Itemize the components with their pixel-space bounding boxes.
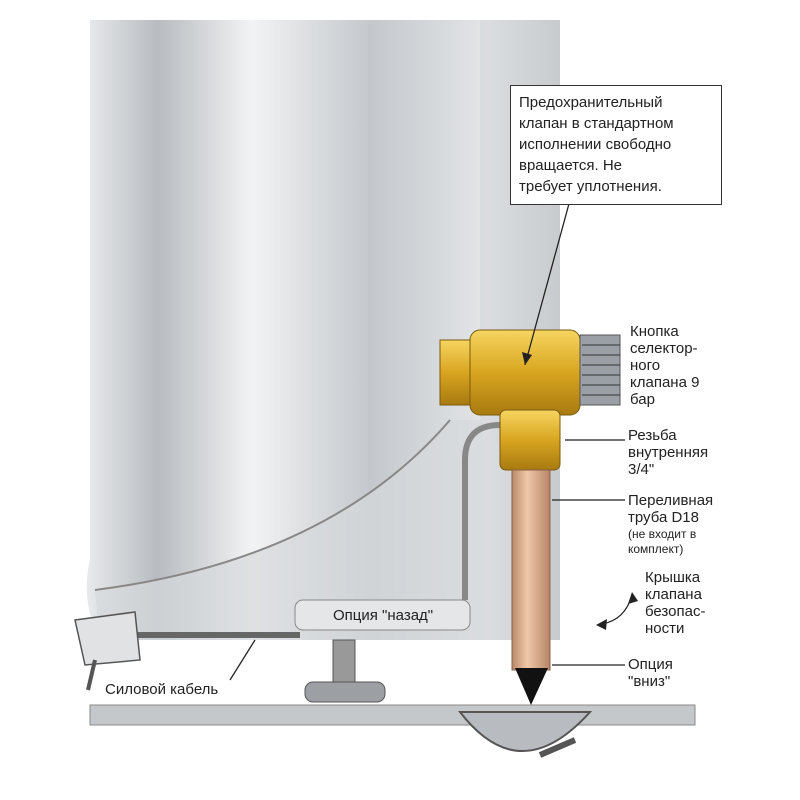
selector-button: [579, 334, 621, 406]
plug-icon: [74, 611, 141, 666]
down-arrow-icon: [515, 668, 548, 705]
arrowhead-icon: [522, 352, 532, 365]
safety-valve-callout: Предохранительный клапан в стандартном и…: [510, 85, 722, 205]
option-back-pipe: [294, 599, 471, 631]
selector-button-ribs: [582, 344, 620, 396]
label-overflow-pipe-note: (не входит в комплект): [628, 527, 697, 556]
tank-bottom-edge: [94, 419, 451, 591]
drain-funnel: [457, 711, 593, 752]
valve-body: [469, 329, 581, 416]
tank-bottom-curve: [95, 20, 560, 640]
plug-pin: [86, 659, 97, 691]
valve-outlet: [499, 409, 561, 471]
adjustable-foot-spring: [332, 639, 356, 686]
leader-lines: [229, 199, 633, 681]
label-valve-cover: Крышка клапана безопас- ности: [645, 569, 706, 637]
label-inner-thread: Резьба внутренняя 3/4": [628, 427, 709, 478]
drain-outlet: [538, 737, 577, 758]
label-option-down: Опция "вниз": [628, 656, 673, 690]
adjustable-foot: [304, 681, 386, 703]
label-overflow-pipe: Переливная труба D18: [628, 492, 714, 526]
arrowhead-icon: [596, 619, 607, 630]
label-selector-button: Кнопка селектор- ного клапана 9 бар: [630, 323, 700, 408]
overflow-pipe: [511, 469, 551, 671]
valve-thread: [439, 339, 471, 406]
drain-hose: [462, 422, 501, 600]
label-option-back: Опция "назад": [333, 607, 434, 624]
floor: [89, 704, 696, 726]
arrowhead-icon: [628, 592, 638, 604]
label-power-cable: Силовой кабель: [105, 681, 219, 698]
